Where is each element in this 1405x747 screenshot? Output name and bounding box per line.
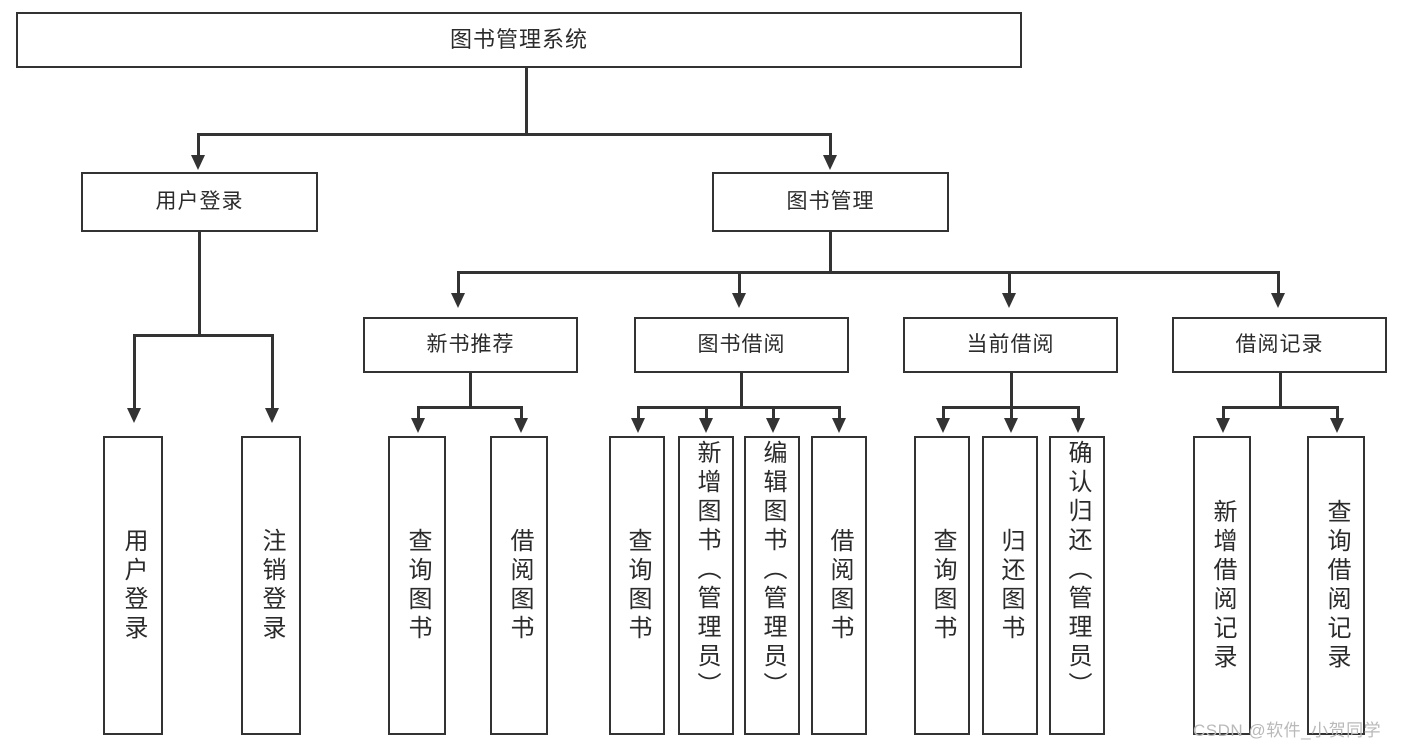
arrow-book-borrow-child-3 [766, 418, 780, 433]
connector-to-book-borrow [738, 271, 741, 295]
arrow-user-login-child-1 [127, 408, 141, 423]
connector-root-split [197, 133, 831, 136]
node-label: 查询图书 [404, 527, 431, 644]
connector-user-login-child-2 [271, 334, 274, 410]
connector-to-book-mgmt [829, 133, 832, 157]
arrow-to-current-borrow [1002, 293, 1016, 308]
arrow-user-login-child-2 [265, 408, 279, 423]
connector-new-book-child-2 [520, 406, 523, 420]
arrow-book-borrow-child-2 [699, 418, 713, 433]
arrow-to-book-borrow [732, 293, 746, 308]
connector-user-login-trunk [198, 232, 201, 337]
connector-current-borrow-child-3 [1077, 406, 1080, 420]
arrow-to-borrow-record [1271, 293, 1285, 308]
connector-book-borrow-trunk [740, 373, 743, 409]
leaf-query-book-borrow[interactable]: 查询图书 [609, 436, 665, 735]
node-label: 借阅图书 [506, 527, 533, 644]
node-label: 查询借阅记录 [1323, 498, 1350, 673]
connector-book-borrow-child-4 [838, 406, 841, 420]
leaf-query-borrow-record[interactable]: 查询借阅记录 [1307, 436, 1365, 735]
connector-new-book-child-1 [417, 406, 420, 420]
arrow-to-new-book [451, 293, 465, 308]
connector-borrow-record-split [1222, 406, 1338, 409]
node-label: 用户登录 [120, 527, 147, 644]
leaf-query-book-current[interactable]: 查询图书 [914, 436, 970, 735]
node-book-borrow[interactable]: 图书借阅 [634, 317, 849, 373]
connector-borrow-record-trunk [1279, 373, 1282, 409]
leaf-edit-book-admin[interactable]: 编辑图书（管理员） [744, 436, 800, 735]
node-root-system[interactable]: 图书管理系统 [16, 12, 1022, 68]
node-label: 借阅图书 [826, 527, 853, 644]
connector-root-trunk [525, 68, 528, 135]
node-label: 归还图书 [997, 527, 1024, 644]
connector-to-borrow-record [1277, 271, 1280, 295]
leaf-return-book[interactable]: 归还图书 [982, 436, 1038, 735]
leaf-query-book-recommend[interactable]: 查询图书 [388, 436, 446, 735]
leaf-borrow-book-recommend[interactable]: 借阅图书 [490, 436, 548, 735]
connector-book-mgmt-split [457, 271, 1280, 274]
arrow-current-borrow-child-2 [1004, 418, 1018, 433]
connector-book-borrow-child-3 [772, 406, 775, 420]
arrow-new-book-child-1 [411, 418, 425, 433]
connector-to-user-login [197, 133, 200, 157]
connector-book-mgmt-trunk [829, 232, 832, 274]
node-label: 新增图书（管理员） [693, 440, 720, 701]
arrow-borrow-record-child-2 [1330, 418, 1344, 433]
node-current-borrow[interactable]: 当前借阅 [903, 317, 1118, 373]
node-label: 新书推荐 [426, 332, 515, 356]
leaf-add-book-admin[interactable]: 新增图书（管理员） [678, 436, 734, 735]
leaf-borrow-book[interactable]: 借阅图书 [811, 436, 867, 735]
connector-new-book-trunk [469, 373, 472, 409]
node-borrow-record[interactable]: 借阅记录 [1172, 317, 1387, 373]
leaf-user-login[interactable]: 用户登录 [103, 436, 163, 735]
node-label: 图书借阅 [697, 332, 786, 356]
watermark-text: CSDN @软件_小贺同学 [1193, 721, 1382, 740]
node-label: 注销登录 [258, 527, 285, 644]
connector-new-book-split [417, 406, 522, 409]
node-label: 确认归还（管理员） [1064, 440, 1091, 701]
arrow-borrow-record-child-1 [1216, 418, 1230, 433]
connector-user-login-child-1 [133, 334, 136, 410]
connector-book-borrow-split [637, 406, 839, 409]
arrow-new-book-child-2 [514, 418, 528, 433]
connector-book-borrow-child-2 [705, 406, 708, 420]
node-label: 用户登录 [155, 189, 244, 213]
node-label: 查询图书 [624, 527, 651, 644]
connector-current-borrow-child-2 [1010, 406, 1013, 420]
arrow-current-borrow-child-3 [1071, 418, 1085, 433]
node-new-book-recommend[interactable]: 新书推荐 [363, 317, 578, 373]
connector-to-new-book [457, 271, 460, 295]
node-label: 图书管理 [786, 189, 875, 213]
arrow-book-borrow-child-4 [832, 418, 846, 433]
arrow-book-borrow-child-1 [631, 418, 645, 433]
leaf-confirm-return-admin[interactable]: 确认归还（管理员） [1049, 436, 1105, 735]
leaf-add-borrow-record[interactable]: 新增借阅记录 [1193, 436, 1251, 735]
node-label: 新增借阅记录 [1209, 498, 1236, 673]
connector-book-borrow-child-1 [637, 406, 640, 420]
node-label: 查询图书 [929, 527, 956, 644]
node-label: 当前借阅 [966, 332, 1055, 356]
node-book-management[interactable]: 图书管理 [712, 172, 949, 232]
node-label: 编辑图书（管理员） [759, 440, 786, 701]
arrow-current-borrow-child-1 [936, 418, 950, 433]
arrow-to-user-login [191, 155, 205, 170]
connector-user-login-split [133, 334, 273, 337]
connector-to-current-borrow [1008, 271, 1011, 295]
connector-borrow-record-child-2 [1336, 406, 1339, 420]
connector-current-borrow-child-1 [942, 406, 945, 420]
connector-borrow-record-child-1 [1222, 406, 1225, 420]
node-user-login[interactable]: 用户登录 [81, 172, 318, 232]
leaf-logout[interactable]: 注销登录 [241, 436, 301, 735]
node-label: 图书管理系统 [449, 27, 588, 53]
arrow-to-book-mgmt [823, 155, 837, 170]
node-label: 借阅记录 [1235, 332, 1324, 356]
connector-current-borrow-trunk [1010, 373, 1013, 409]
